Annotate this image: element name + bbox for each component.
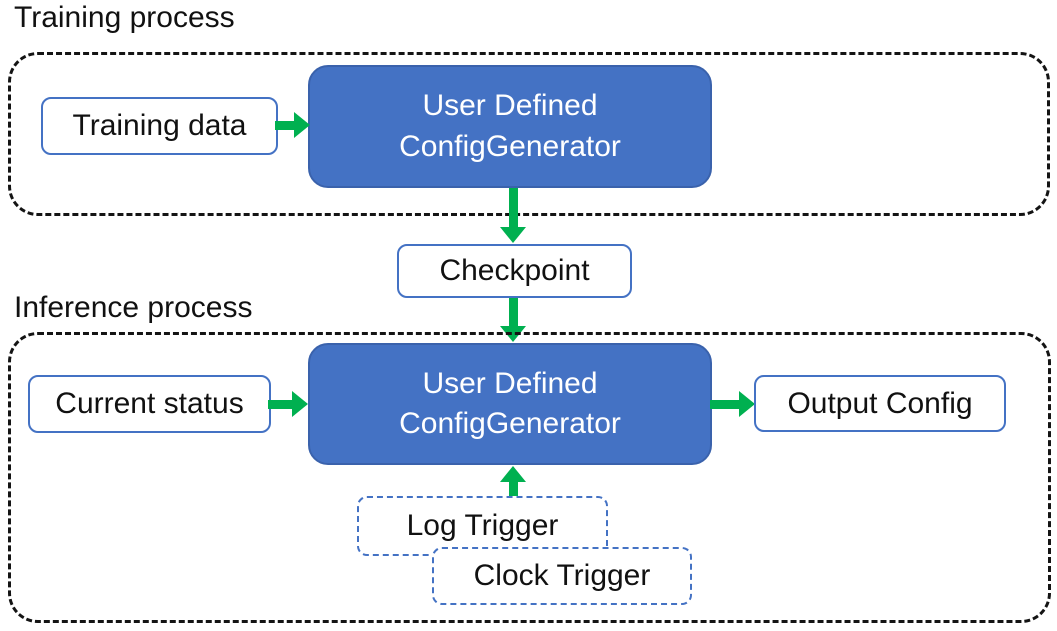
arrow-triggers-to-generator xyxy=(500,466,526,497)
arrow-head-right xyxy=(739,391,755,417)
arrow-current-status-to-generator xyxy=(268,391,308,417)
output-config-box: Output Config xyxy=(754,375,1006,432)
training-generator-line2: ConfigGenerator xyxy=(399,129,621,163)
inference-config-generator-box: User Defined ConfigGenerator xyxy=(308,343,712,465)
arrow-shaft xyxy=(508,298,518,326)
arrow-shaft xyxy=(268,399,292,409)
training-data-box: Training data xyxy=(41,97,278,155)
inference-generator-line1: User Defined xyxy=(422,366,598,400)
arrow-shaft xyxy=(508,482,518,497)
training-config-generator-box: User Defined ConfigGenerator xyxy=(308,65,712,188)
clock-trigger-box: Clock Trigger xyxy=(432,547,692,605)
checkpoint-box: Checkpoint xyxy=(397,244,632,298)
arrow-head-up xyxy=(500,466,526,482)
training-process-container xyxy=(8,52,1050,216)
arrow-training-data-to-generator xyxy=(275,112,310,138)
training-process-label: Training process xyxy=(14,1,235,34)
arrow-generator-to-output-config xyxy=(710,391,755,417)
inference-process-label: Inference process xyxy=(14,291,253,324)
arrow-shaft xyxy=(275,120,294,130)
inference-generator-line2: ConfigGenerator xyxy=(399,407,621,440)
current-status-box: Current status xyxy=(28,375,271,433)
arrow-shaft xyxy=(710,399,739,409)
arrow-head-right xyxy=(294,112,310,138)
inference-process-container xyxy=(8,332,1051,623)
arrow-head-down xyxy=(500,227,526,243)
arrow-shaft xyxy=(508,188,518,227)
arrow-head-right xyxy=(292,391,308,417)
training-generator-line1: User Defined xyxy=(422,89,598,122)
arrow-generator-to-checkpoint xyxy=(500,188,526,243)
